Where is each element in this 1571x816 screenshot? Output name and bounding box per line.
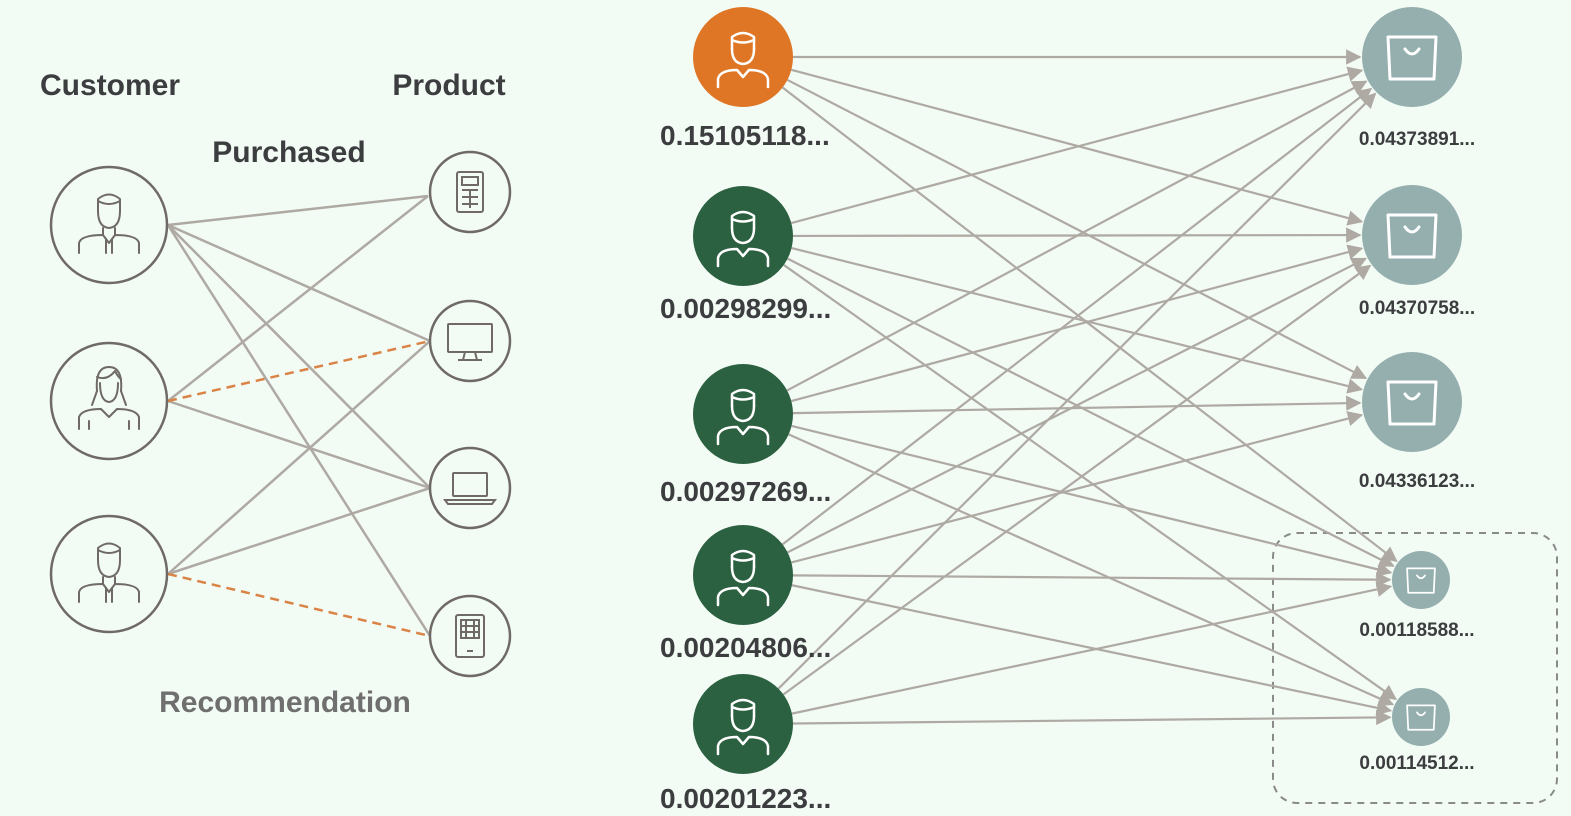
user-score-label: 0.00298299... xyxy=(660,293,831,324)
man-icon xyxy=(78,542,140,603)
recommended-products-box xyxy=(1272,532,1558,804)
product-score-label: 0.04370758... xyxy=(1359,298,1475,319)
purchase-edge xyxy=(791,424,1393,577)
purchase-edge xyxy=(791,411,1364,564)
woman-icon xyxy=(78,366,140,430)
user-node[interactable] xyxy=(693,186,793,286)
purchase-edge xyxy=(787,257,1395,567)
customer-heading: Customer xyxy=(40,69,180,102)
user-score-label: 0.00201223... xyxy=(660,783,831,814)
product-circle xyxy=(1362,185,1462,285)
product-circle xyxy=(1392,688,1450,746)
purchase-edge xyxy=(791,584,1393,716)
user-score-label: 0.00297269... xyxy=(660,476,831,507)
user-node[interactable] xyxy=(693,7,793,107)
man-icon xyxy=(78,193,140,254)
user-icon xyxy=(716,698,770,756)
user-score-label: 0.00204806... xyxy=(660,632,831,663)
user-icon xyxy=(716,388,770,446)
purchase-edge xyxy=(792,395,1362,415)
user-circle xyxy=(693,364,793,464)
product-score-label: 0.00114512... xyxy=(1359,753,1474,774)
shopping-bag-icon xyxy=(1386,35,1438,81)
purchase-edge xyxy=(791,246,1364,394)
purchase-edge xyxy=(791,66,1364,225)
shopping-bag-icon xyxy=(1406,704,1436,731)
purchase-edge xyxy=(787,257,1368,554)
right-nodes: 0.15105118... 0.00298299... 0.00297269... 0… xyxy=(660,7,1475,814)
purchased-edge xyxy=(167,223,431,343)
purchase-edge xyxy=(786,78,1368,380)
purchased-edge xyxy=(166,224,432,637)
product-node[interactable] xyxy=(1362,352,1462,452)
purchased-edge xyxy=(167,194,429,227)
purchase-edge xyxy=(786,80,1368,392)
purchase-edge xyxy=(782,264,1372,696)
product-node[interactable] xyxy=(428,150,512,234)
purchase-edge xyxy=(791,581,1393,715)
right-edges xyxy=(777,49,1398,726)
purchase-edge xyxy=(792,709,1392,726)
purchase-edge xyxy=(781,86,1398,563)
product-node[interactable] xyxy=(1362,185,1462,285)
purchase-edge xyxy=(783,264,1397,700)
product-score-label: 0.04336123... xyxy=(1359,471,1475,492)
calculator-icon xyxy=(456,171,484,213)
product-circle xyxy=(1362,352,1462,452)
product-circle xyxy=(1362,7,1462,107)
purchased-edge xyxy=(167,224,431,489)
purchase-edge xyxy=(788,433,1395,706)
user-circle xyxy=(693,186,793,286)
user-icon xyxy=(716,210,770,268)
product-node[interactable] xyxy=(428,594,512,678)
product-node[interactable] xyxy=(1362,7,1462,107)
product-node[interactable] xyxy=(1392,688,1450,746)
recommendation-label: Recommendation xyxy=(159,686,411,719)
product-heading: Product xyxy=(392,69,505,102)
shopping-bag-icon xyxy=(1406,567,1436,594)
product-node[interactable] xyxy=(1392,551,1450,609)
customer-node[interactable] xyxy=(49,341,169,461)
shopping-bag-icon xyxy=(1386,380,1438,426)
purchased-label: Purchased xyxy=(212,136,365,169)
user-icon xyxy=(716,549,770,607)
recommendation-edge xyxy=(167,572,431,638)
user-icon xyxy=(716,31,770,89)
left-panel: Customer Product Purchased Recommendatio… xyxy=(40,69,512,719)
purchase-edge xyxy=(777,92,1377,690)
purchased-edge xyxy=(167,195,429,402)
purchased-edge xyxy=(167,486,431,576)
product-node[interactable] xyxy=(428,446,512,530)
user-node[interactable] xyxy=(693,364,793,464)
user-node[interactable] xyxy=(693,674,793,774)
purchase-edge xyxy=(792,571,1392,588)
customer-node[interactable] xyxy=(49,514,169,634)
tablet-icon xyxy=(455,614,485,658)
user-score-label: 0.15105118... xyxy=(660,120,830,151)
laptop-icon xyxy=(443,472,497,505)
shopping-bag-icon xyxy=(1386,213,1438,259)
purchased-edge xyxy=(167,340,431,575)
customer-node[interactable] xyxy=(49,165,169,285)
left-edges xyxy=(166,194,432,638)
product-node[interactable] xyxy=(428,299,512,383)
purchase-edge xyxy=(791,244,1364,403)
product-score-label: 0.04373891... xyxy=(1359,129,1475,150)
product-score-label: 0.00118588... xyxy=(1359,620,1474,641)
user-circle xyxy=(693,525,793,625)
monitor-icon xyxy=(447,323,493,361)
user-node[interactable] xyxy=(693,525,793,625)
right-panel: 0.15105118... 0.00298299... 0.00297269... 0… xyxy=(660,7,1558,814)
highlighted-user-circle xyxy=(693,7,793,107)
purchased-edge xyxy=(167,399,431,490)
purchase-edge xyxy=(781,87,1373,546)
user-circle xyxy=(693,674,793,774)
product-circle xyxy=(1392,551,1450,609)
